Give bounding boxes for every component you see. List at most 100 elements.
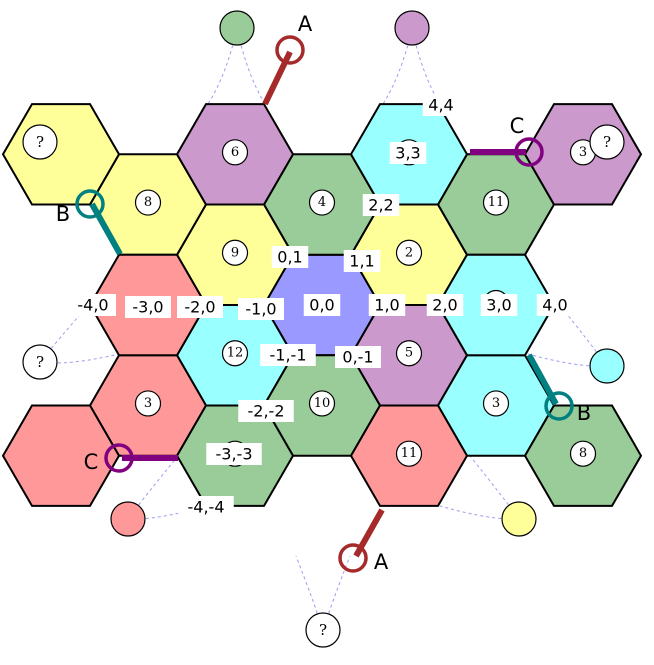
- port-right-upper: ?: [589, 124, 625, 160]
- number-token-value: 6: [231, 145, 239, 160]
- number-token-circle: [482, 390, 510, 417]
- number-token: 9: [221, 239, 249, 266]
- edge-label: A: [374, 550, 389, 574]
- number-token-value: 11: [401, 446, 418, 461]
- number-token-value: 2: [405, 245, 413, 260]
- coordinate-label: -1,-1: [260, 344, 316, 366]
- number-token-value: 3: [579, 145, 587, 160]
- port-right-lower: [589, 348, 625, 384]
- port-circle: [305, 612, 341, 648]
- coordinate-label-text: -4,-4: [188, 498, 225, 517]
- coordinate-label-text: 2,2: [368, 196, 393, 215]
- number-token-circle: [395, 440, 423, 467]
- coordinate-label: 0,0: [303, 294, 341, 316]
- number-token-circle: [221, 340, 249, 367]
- coordinate-label-bg: [260, 344, 316, 366]
- edge-marker-b: B: [56, 189, 123, 256]
- number-token-circle: [395, 340, 423, 367]
- number-token-value: 3: [492, 396, 500, 411]
- port-circle: [110, 501, 146, 537]
- number-token-circle: [482, 189, 510, 216]
- number-token: 2: [395, 239, 423, 266]
- coordinate-label: 4,0: [536, 294, 574, 316]
- edge-marker-a: A: [262, 12, 313, 106]
- port-left-upper: ?: [22, 124, 58, 160]
- edge-ring: [338, 543, 368, 573]
- edge-ring: [514, 137, 544, 167]
- coordinate-label-text: -1,-1: [270, 346, 307, 365]
- number-token-value: 12: [227, 346, 244, 361]
- coordinate-label-bg: [389, 142, 427, 164]
- port-bottom-right: [501, 501, 537, 537]
- coordinate-label-bg: [335, 346, 381, 368]
- edge-label: C: [84, 450, 99, 474]
- number-token-value: 8: [579, 446, 587, 461]
- coordinate-label-text: 3,0: [486, 296, 511, 315]
- coordinate-label-bg: [238, 400, 294, 422]
- coordinate-label-bg: [206, 443, 262, 465]
- coordinate-label-bg: [177, 296, 223, 318]
- number-token-circle: [395, 239, 423, 266]
- port-bottom: ?: [305, 612, 341, 648]
- edge-label: B: [56, 202, 70, 226]
- coordinate-label: -2,-2: [238, 400, 294, 422]
- port-label: ?: [319, 621, 327, 639]
- number-token-value: 9: [231, 245, 239, 260]
- port-circle: [394, 10, 430, 46]
- coordinate-label-bg: [426, 294, 464, 316]
- edge-label: C: [510, 114, 525, 138]
- number-token-circle: [308, 390, 336, 417]
- coordinate-label-text: -4,0: [77, 296, 108, 315]
- coordinate-label: 1,0: [368, 294, 406, 316]
- coordinate-label: 0,1: [271, 246, 309, 268]
- number-token: 4: [308, 189, 336, 216]
- number-token: 6: [221, 139, 249, 166]
- coordinate-label-bg: [362, 194, 400, 216]
- number-token-value: 8: [144, 195, 152, 210]
- coordinate-label: 3,3: [389, 142, 427, 164]
- coordinate-label-text: 1,1: [349, 252, 374, 271]
- coordinate-label: -2,0: [177, 296, 223, 318]
- coordinate-label-bg: [125, 296, 171, 318]
- edge-ring: [275, 35, 305, 65]
- coordinate-label: 2,2: [362, 194, 400, 216]
- coordinate-label-text: -3,-3: [216, 445, 253, 464]
- coordinate-label-bg: [422, 94, 460, 116]
- coordinate-label-text: -3,0: [132, 298, 163, 317]
- coordinate-label-text: 4,4: [428, 96, 453, 115]
- number-token: 11: [395, 440, 423, 467]
- coordinate-label-text: -2,-2: [248, 402, 285, 421]
- edge-label: B: [577, 401, 591, 425]
- port-circle: [22, 344, 58, 380]
- port-circle: [22, 124, 58, 160]
- number-token-value: 3: [144, 396, 152, 411]
- edge-label: A: [298, 12, 313, 36]
- edge-ring: [104, 443, 134, 473]
- coordinate-label-bg: [368, 294, 406, 316]
- coordinate-label-text: -2,0: [184, 298, 215, 317]
- coordinate-label: 3,0: [480, 294, 518, 316]
- coordinate-label-bg: [303, 294, 341, 316]
- number-token-value: 4: [318, 195, 326, 210]
- coordinate-label: -4,-4: [178, 496, 234, 518]
- number-token-circle: [308, 189, 336, 216]
- coordinate-label-text: 0,1: [277, 248, 302, 267]
- coordinate-label-bg: [238, 298, 284, 320]
- port-connector-line: [236, 27, 266, 105]
- number-token-circle: [221, 139, 249, 166]
- port-circle: [501, 501, 537, 537]
- coordinate-label: -1,0: [238, 298, 284, 320]
- port-circle: [589, 124, 625, 160]
- number-token-value: 11: [488, 195, 505, 210]
- edge-marker-c: C: [470, 114, 544, 167]
- port-circles: ????: [22, 10, 625, 648]
- port-bottom-left: [110, 501, 146, 537]
- port-top-right: [394, 10, 430, 46]
- coordinate-label-text: 0,0: [309, 296, 334, 315]
- edge-marker-c: C: [84, 443, 178, 474]
- coordinate-label-bg: [343, 250, 381, 272]
- port-left-lower: ?: [22, 344, 58, 380]
- coordinate-label-text: 0,-1: [342, 348, 373, 367]
